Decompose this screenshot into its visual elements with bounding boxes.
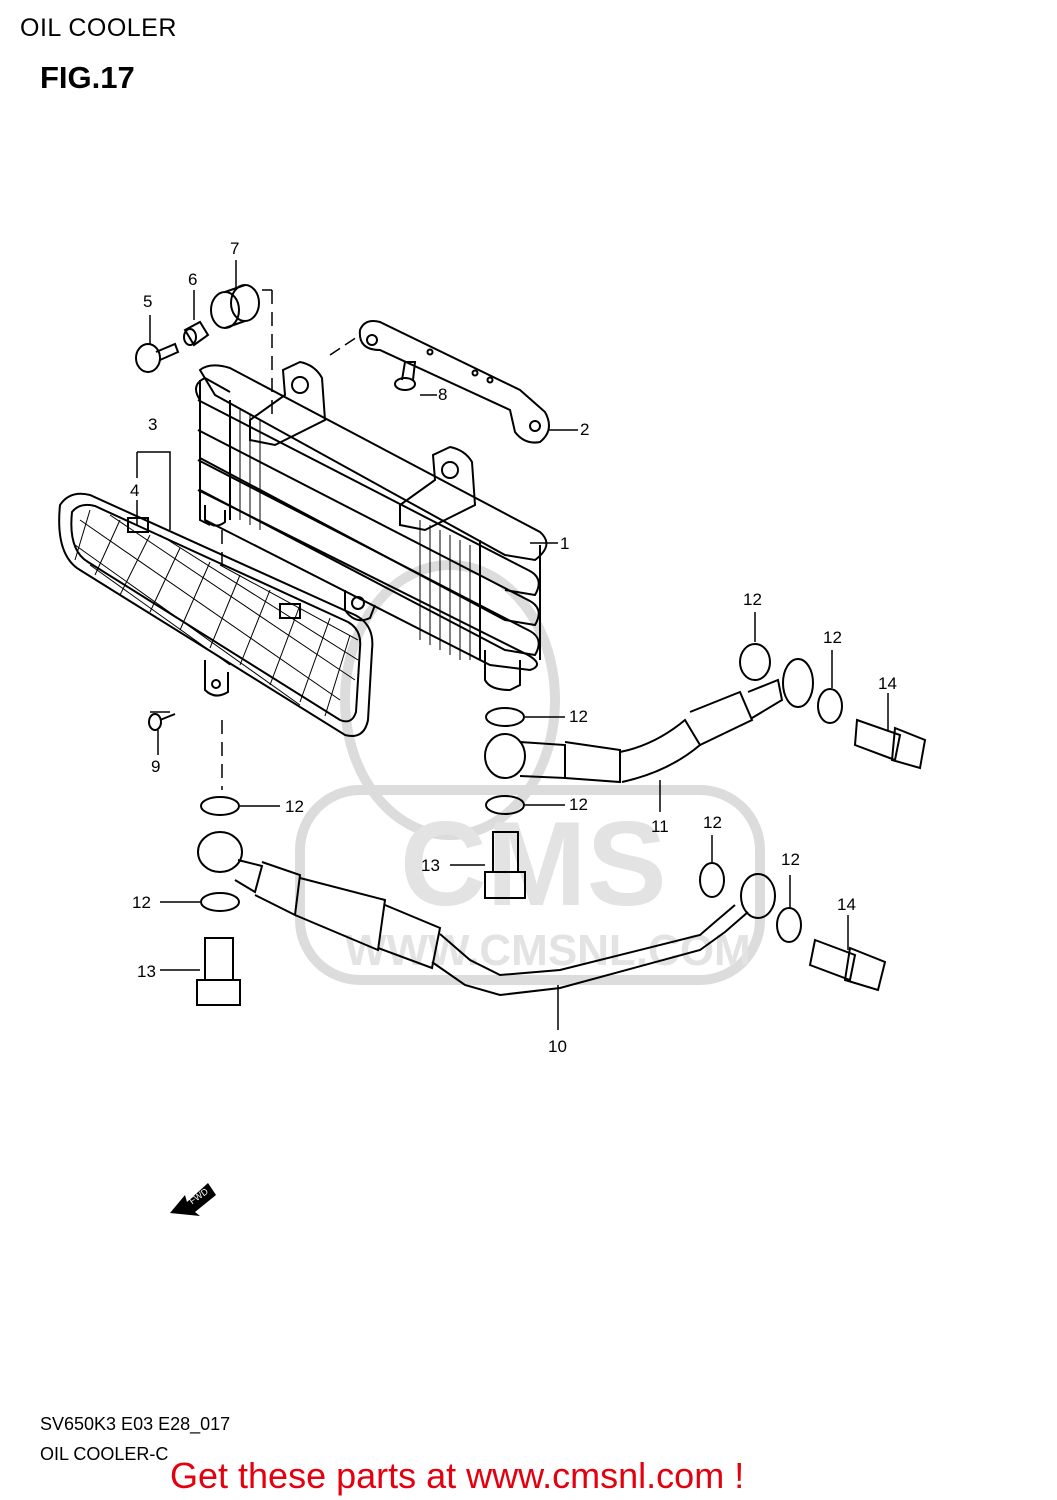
callout-13-a: 13 [421, 856, 440, 875]
callout-14-b: 14 [837, 895, 856, 914]
cooler-screen [58, 492, 374, 737]
callout-10: 10 [548, 1037, 567, 1056]
diagram-code: SV650K3 E03 E28_017 [40, 1414, 231, 1434]
promo-link[interactable]: Get these parts at www.cmsnl.com ! [170, 1455, 745, 1496]
callout-12-c: 12 [569, 707, 588, 726]
figure-number: FIG.17 [40, 60, 135, 95]
watermark-logo-text: CMS [400, 797, 667, 931]
callout-14-a: 14 [878, 674, 897, 693]
callout-7: 7 [230, 239, 239, 258]
oil-hoses [197, 658, 814, 997]
callout-12-g: 12 [703, 813, 722, 832]
leader-lines [136, 260, 889, 1030]
callout-1: 1 [560, 534, 569, 553]
callout-5: 5 [143, 292, 152, 311]
page-title: OIL COOLER [20, 14, 177, 42]
callout-11: 11 [651, 817, 669, 836]
callout-12-e: 12 [285, 797, 304, 816]
callout-6: 6 [188, 270, 197, 289]
callout-12-h: 12 [781, 850, 800, 869]
washers-and-union-bolts [196, 643, 927, 1006]
callout-labels: 1 2 3 4 5 6 7 8 9 10 11 12 12 12 12 12 1… [130, 239, 897, 1056]
callout-12-d: 12 [569, 795, 588, 814]
callout-9: 9 [151, 757, 160, 776]
callout-12-f: 12 [132, 893, 151, 912]
mounting-bracket [358, 320, 550, 444]
callout-2: 2 [580, 420, 589, 439]
watermark: CMS WWW.CMSNL.COM [295, 560, 765, 985]
diagram-name: OIL COOLER-C [40, 1444, 169, 1464]
watermark-url-text: WWW.CMSNL.COM [345, 926, 751, 975]
forward-arrow-icon: FWD [170, 1183, 216, 1216]
oil-cooler-core [195, 360, 548, 692]
callout-8: 8 [438, 385, 447, 404]
hardware-parts [135, 284, 417, 731]
callout-4: 4 [130, 481, 139, 500]
callout-13-b: 13 [137, 962, 156, 981]
callout-3: 3 [148, 415, 157, 434]
callout-12-a: 12 [743, 590, 762, 609]
callout-12-b: 12 [823, 628, 842, 647]
